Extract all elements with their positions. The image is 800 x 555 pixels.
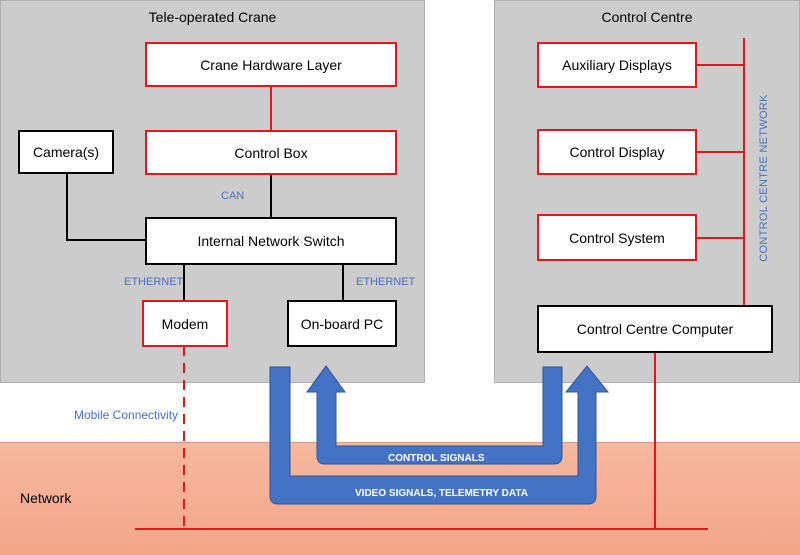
network-label: Network: [20, 490, 72, 506]
crane-hardware-layer-label: Crane Hardware Layer: [200, 56, 342, 73]
control-box: Control Box: [145, 130, 397, 175]
control-centre-computer-label: Control Centre Computer: [576, 321, 734, 337]
crane-hardware-layer-box: Crane Hardware Layer: [145, 42, 397, 87]
control-centre-panel-title: Control Centre: [601, 9, 693, 25]
crane-panel-title: Tele-operated Crane: [148, 9, 277, 25]
modem-label: Modem: [161, 315, 209, 332]
control-box-label: Control Box: [234, 144, 308, 161]
control-centre-computer-box: Control Centre Computer: [537, 305, 773, 353]
auxiliary-displays-box: Auxiliary Displays: [537, 42, 697, 88]
modem-box: Modem: [142, 300, 228, 347]
onboard-pc-box: On-board PC: [287, 300, 397, 347]
cameras-box: Camera(s): [18, 130, 114, 174]
control-centre-network-label: CONTROL CENTRE NETWORK: [758, 94, 770, 262]
ethernet-right-label: ETHERNET: [356, 276, 416, 288]
control-signals-label: CONTROL SIGNALS: [388, 453, 485, 464]
control-display-label: Control Display: [569, 144, 665, 160]
video-signals-label: VIDEO SIGNALS, TELEMETRY DATA: [355, 488, 528, 499]
control-display-box: Control Display: [537, 129, 697, 175]
ethernet-left-label: ETHERNET: [124, 276, 184, 288]
onboard-pc-label: On-board PC: [300, 315, 384, 332]
can-label: CAN: [221, 190, 245, 202]
control-system-label: Control System: [569, 229, 665, 246]
control-system-box: Control System: [537, 214, 697, 261]
cameras-label: Camera(s): [32, 144, 100, 160]
mobile-connectivity-label: Mobile Connectivity: [74, 408, 179, 422]
network-switch-box: Internal Network Switch: [145, 217, 397, 265]
auxiliary-displays-label: Auxiliary Displays: [562, 57, 672, 73]
network-switch-label: Internal Network Switch: [197, 233, 345, 249]
